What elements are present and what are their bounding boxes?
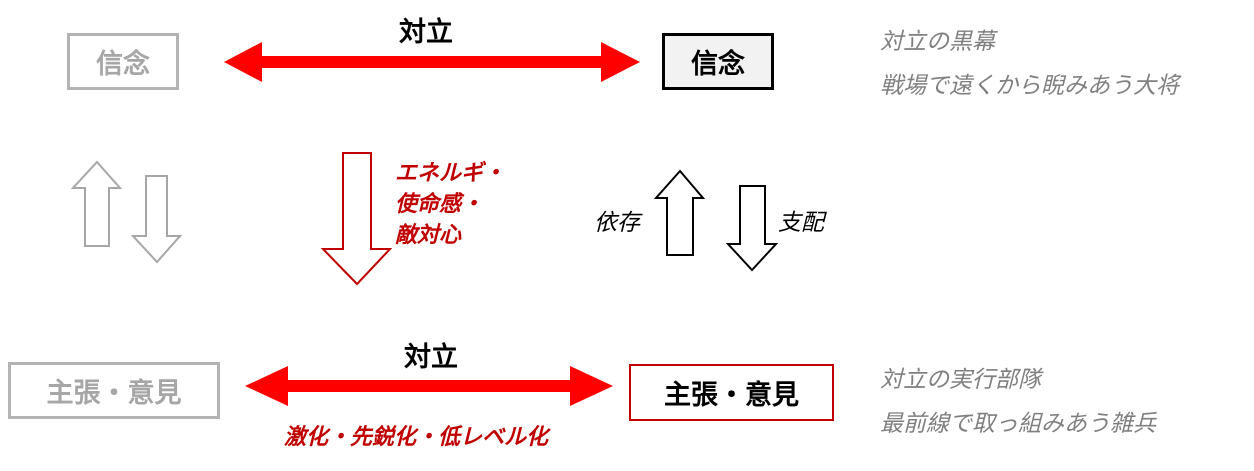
top-note-line-2: 戦場で遠くから睨みあう大将 <box>880 73 1179 99</box>
top-note-line-1: 対立の黒幕 <box>880 29 995 55</box>
gray-up-arrow <box>70 160 123 247</box>
dependence-label: 依存 <box>594 210 640 236</box>
bottom-note-line-2: 最前線で取っ組みあう雑兵 <box>880 411 1156 437</box>
bottom-right-opinion-box: 主張・意見 <box>629 364 834 421</box>
red-down-energy-arrow <box>320 152 393 286</box>
black-up-dependence-arrow <box>653 169 706 256</box>
top-right-belief-box: 信念 <box>662 33 774 90</box>
top-conflict-label: 対立 <box>399 17 453 48</box>
black-down-control-arrow <box>725 185 779 272</box>
bottom-conflict-double-arrow <box>245 366 613 406</box>
bottom-left-opinion-box: 主張・意見 <box>8 362 220 419</box>
energy-label-line-1: エネルギ・ <box>395 161 506 186</box>
control-label: 支配 <box>778 210 824 236</box>
bottom-conflict-sublabel: 激化・先鋭化・低レベル化 <box>284 425 549 450</box>
top-note: 対立の黒幕 戦場で遠くから睨みあう大将 <box>880 20 1179 108</box>
energy-label-line-3: 敵対心 <box>395 223 462 248</box>
top-left-belief-box: 信念 <box>67 33 179 90</box>
bottom-note: 対立の実行部隊 最前線で取っ組みあう雑兵 <box>880 358 1156 446</box>
bottom-note-line-1: 対立の実行部隊 <box>880 367 1041 393</box>
gray-down-arrow <box>130 175 183 264</box>
top-conflict-double-arrow <box>224 42 640 82</box>
energy-label: エネルギ・ 使命感・ 敵対心 <box>395 158 505 251</box>
energy-label-line-2: 使命感・ <box>395 192 484 217</box>
bottom-conflict-label: 対立 <box>404 342 458 373</box>
